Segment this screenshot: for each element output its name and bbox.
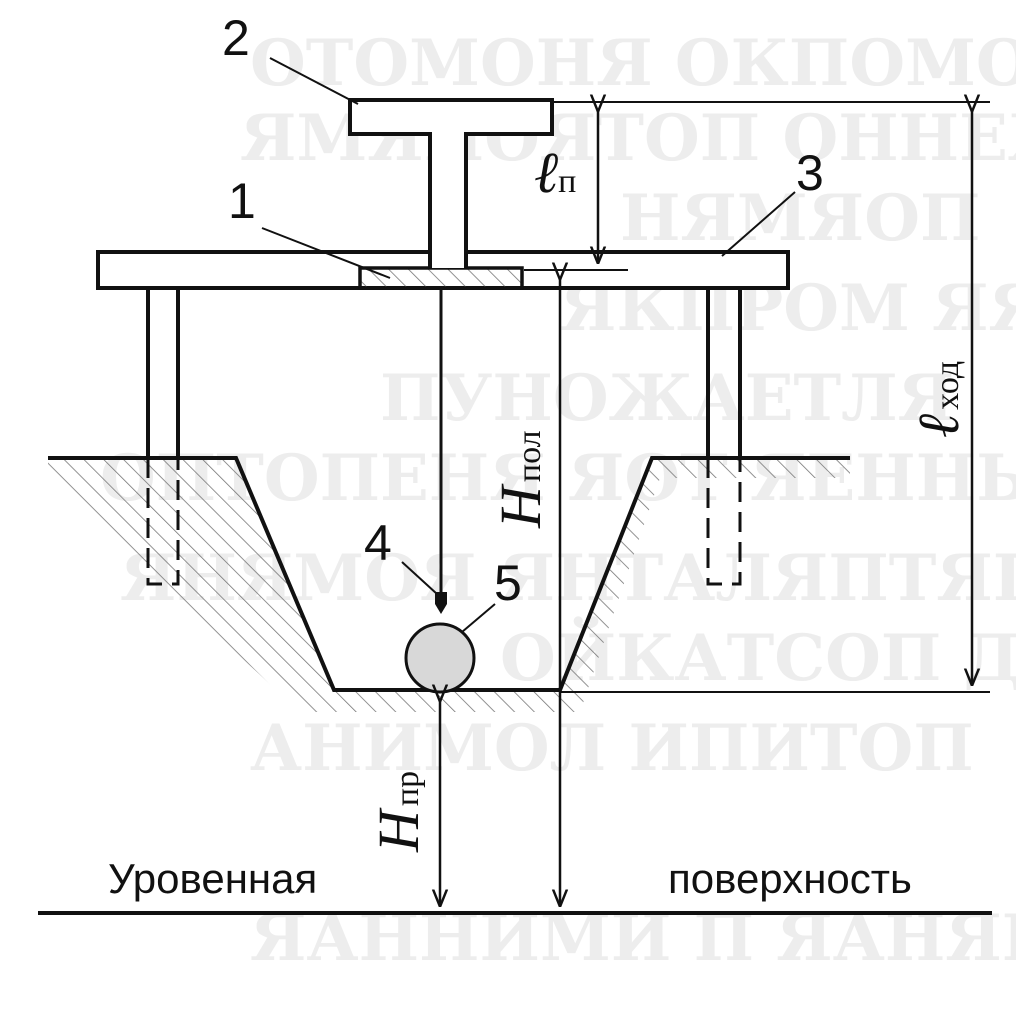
callout-3: 3: [796, 145, 824, 201]
extension-lines: [524, 101, 990, 693]
callout-1: 1: [228, 173, 256, 229]
callout-5: 5: [494, 555, 522, 611]
level-caption-right: поверхность: [668, 855, 912, 902]
level-caption-left: Уровенная: [108, 855, 317, 902]
bleed-through-background: ОТОМОНЯ ОКПОМОТ ЯМЯПОЯТОП ОННЕЖ НЯМЯОП Я…: [100, 26, 1016, 976]
frame-legs: [146, 288, 742, 586]
symbol-l-p: ℓп: [534, 140, 576, 205]
svg-text:ОТОМОНЯ ОКПОМОТ: ОТОМОНЯ ОКПОМОТ: [250, 26, 1016, 101]
callout-leaders: [261, 57, 796, 633]
svg-text:ПУНОЖАЕТЛЯ: ПУНОЖАЕТЛЯ: [380, 361, 954, 436]
svg-text:ℓход: ℓход: [906, 361, 971, 438]
symbol-h-pr: Hпр: [366, 771, 431, 853]
symbol-h-pol: Hпол: [488, 430, 553, 529]
svg-text:Hпол: Hпол: [488, 430, 553, 529]
pipe-cross-section: [404, 622, 476, 694]
dimension-lines: [440, 110, 972, 905]
callout-4: 4: [364, 515, 392, 571]
soil-hatch-left: [48, 458, 560, 712]
svg-text:НЯМЯОП: НЯМЯОП: [620, 181, 980, 256]
base-plate: [358, 266, 524, 290]
plumb-bob: [435, 592, 447, 614]
t-shaped-rod: [348, 98, 554, 268]
callout-2: 2: [222, 10, 250, 66]
soil-hatch-right: [560, 458, 850, 712]
svg-text:АНИМОЛ ИПИТОП: АНИМОЛ ИПИТОП: [250, 711, 974, 786]
symbol-l-hod: ℓход: [906, 361, 971, 438]
svg-text:Hпр: Hпр: [366, 771, 431, 853]
